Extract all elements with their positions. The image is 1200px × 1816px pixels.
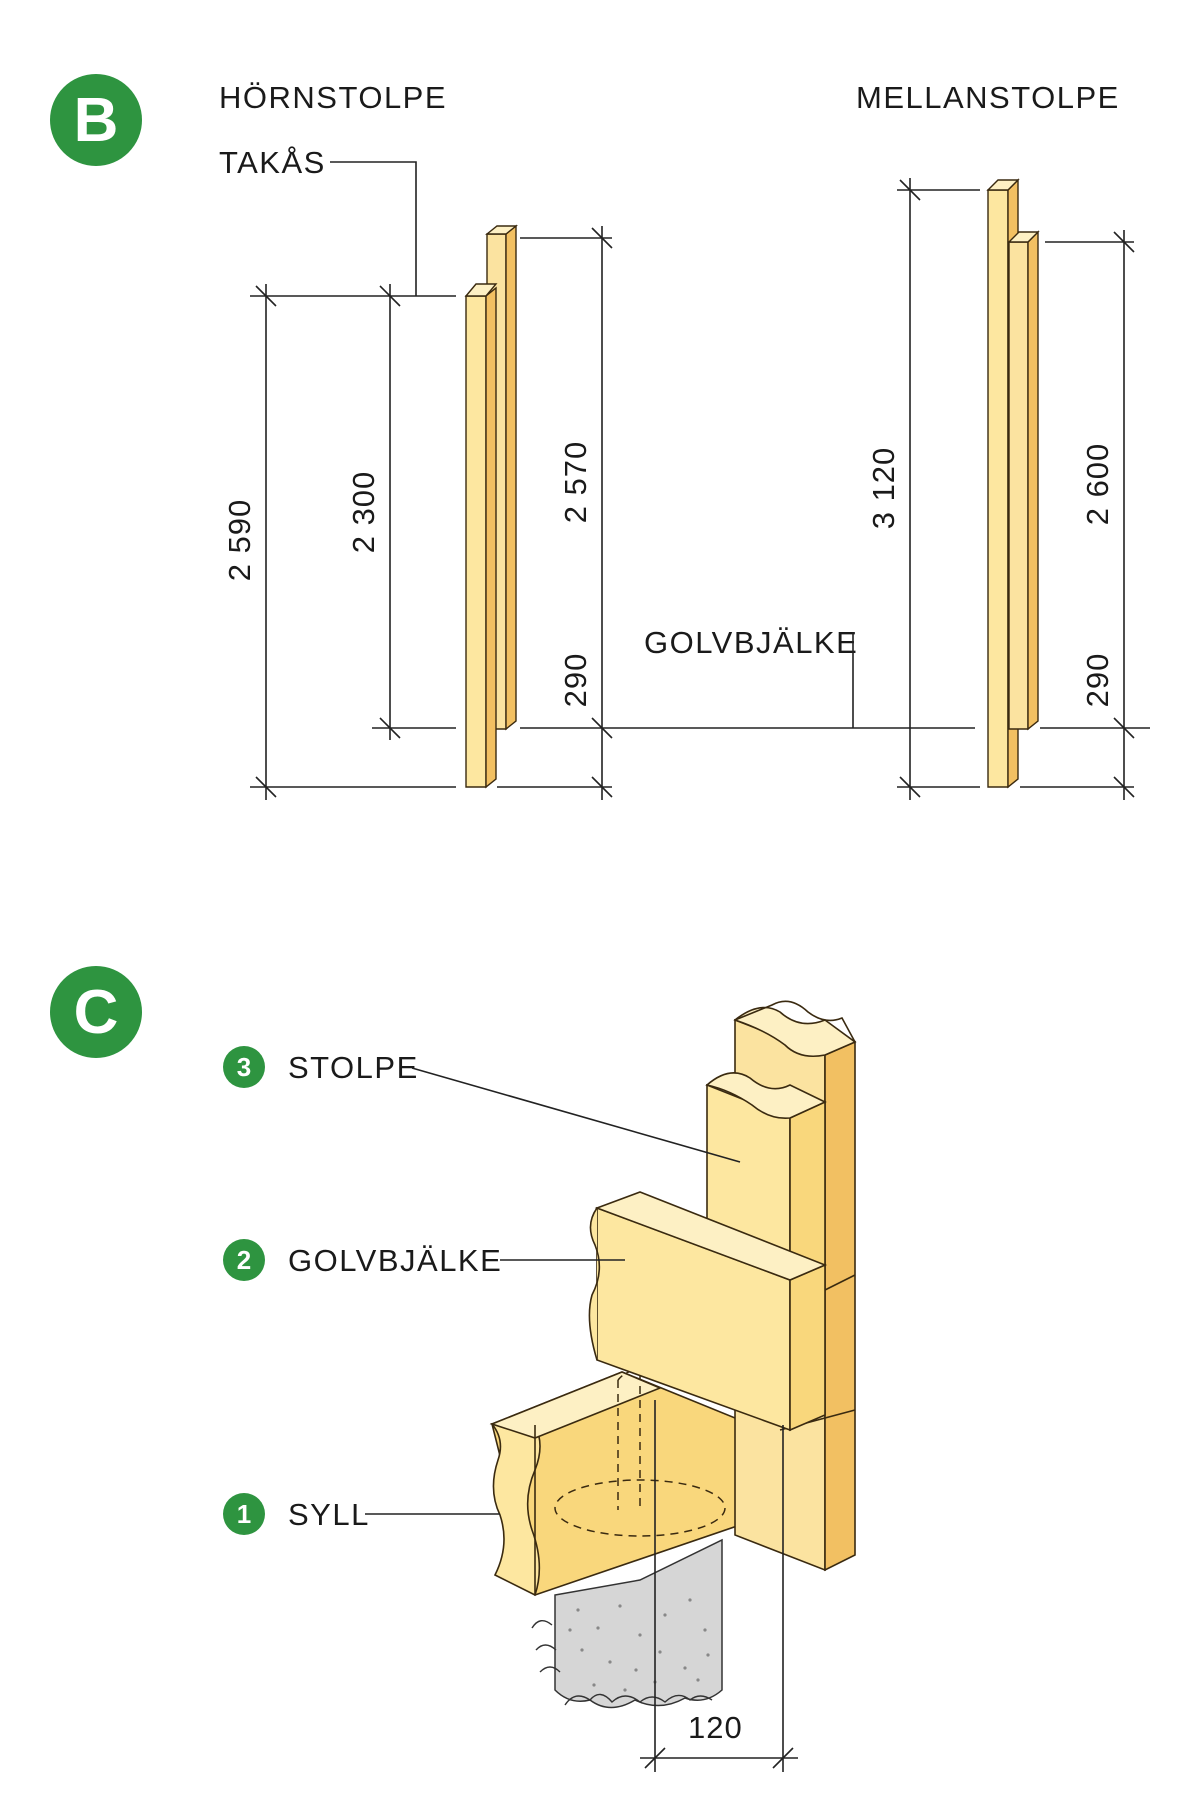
section-c-badge: C [50, 966, 142, 1058]
dim-width-120: 120 [688, 1710, 743, 1745]
middle-post-title: MELLANSTOLPE [856, 80, 1120, 115]
item-3-label: STOLPE [288, 1050, 419, 1085]
item-1-label: SYLL [288, 1497, 370, 1532]
floor-joist-label-b: GOLVBJÄLKE [644, 625, 859, 660]
item-2-number: 2 [223, 1239, 265, 1281]
concrete-plinth [531, 1538, 723, 1709]
floor-joist-beam [588, 1191, 828, 1432]
section-b-badge: B [50, 74, 142, 166]
sill-beam [489, 1370, 741, 1597]
corner-post-title: HÖRNSTOLPE [219, 80, 448, 115]
roof-beam-label: TAKÅS [219, 145, 326, 180]
item-2-label: GOLVBJÄLKE [288, 1243, 503, 1278]
middle-post [986, 178, 1040, 789]
item-1-number: 1 [223, 1493, 265, 1535]
item-3-number: 3 [223, 1046, 265, 1088]
corner-post [464, 224, 518, 789]
